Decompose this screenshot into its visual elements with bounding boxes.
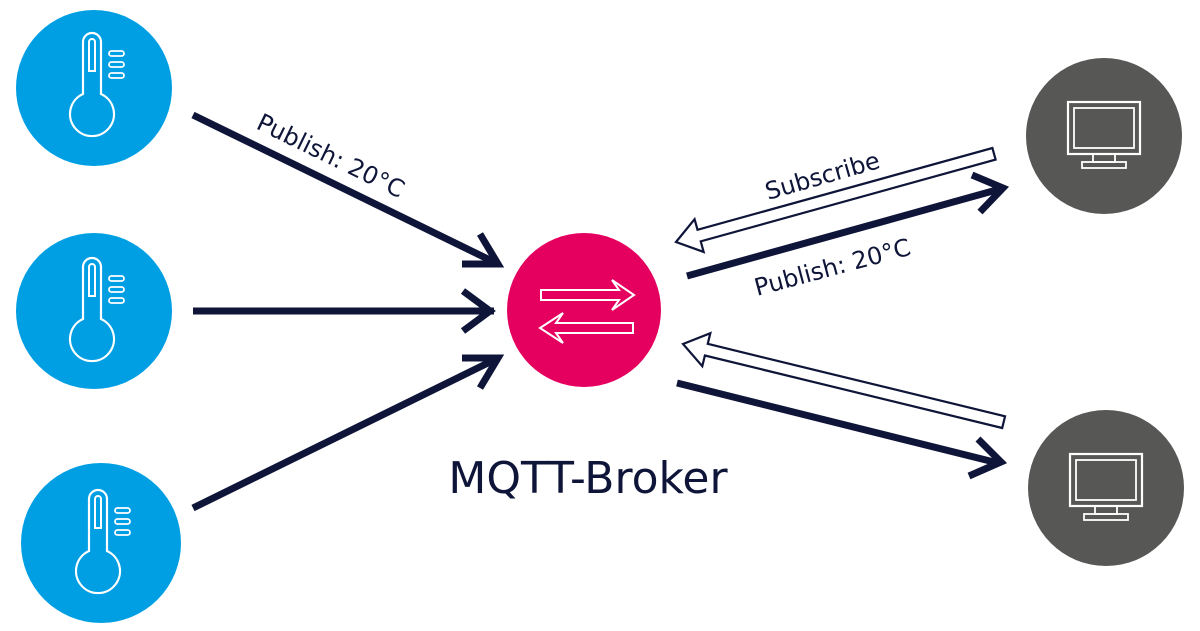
sensor-1 — [16, 10, 172, 166]
client-1-subscribe-arrow — [670, 136, 1000, 260]
broker-circle — [507, 233, 661, 387]
sensor-3 — [21, 463, 181, 623]
sensor-3-arrowhead — [462, 354, 505, 390]
client-2-publish-arrow — [676, 379, 999, 467]
mqtt-broker — [507, 233, 661, 387]
client-2 — [1028, 410, 1184, 566]
sensor-2-arrowhead — [460, 288, 496, 334]
client-1-circle — [1026, 58, 1182, 214]
client-2-circle — [1028, 410, 1184, 566]
sensor-3-arrow — [191, 356, 496, 512]
sensor-arrows — [191, 111, 505, 512]
sensor-1-arrow — [191, 111, 496, 266]
sensor-2-circle — [16, 233, 172, 389]
sensor-2 — [16, 233, 172, 389]
client-2-publish-arrowhead — [967, 436, 1008, 480]
client-publish-label: Publish: 20°C — [751, 233, 913, 302]
broker-label: MQTT-Broker — [448, 453, 728, 504]
client-publish-arrows — [676, 171, 1010, 480]
exchange-arrows-icon — [538, 279, 636, 344]
sensor-1-arrowhead — [462, 232, 505, 268]
sensor-1-circle — [16, 10, 172, 166]
client-1-publish-arrowhead — [970, 171, 1010, 215]
client-1 — [1026, 58, 1182, 214]
sensor-3-circle — [21, 463, 181, 623]
client-1-publish-arrow — [686, 185, 1001, 280]
